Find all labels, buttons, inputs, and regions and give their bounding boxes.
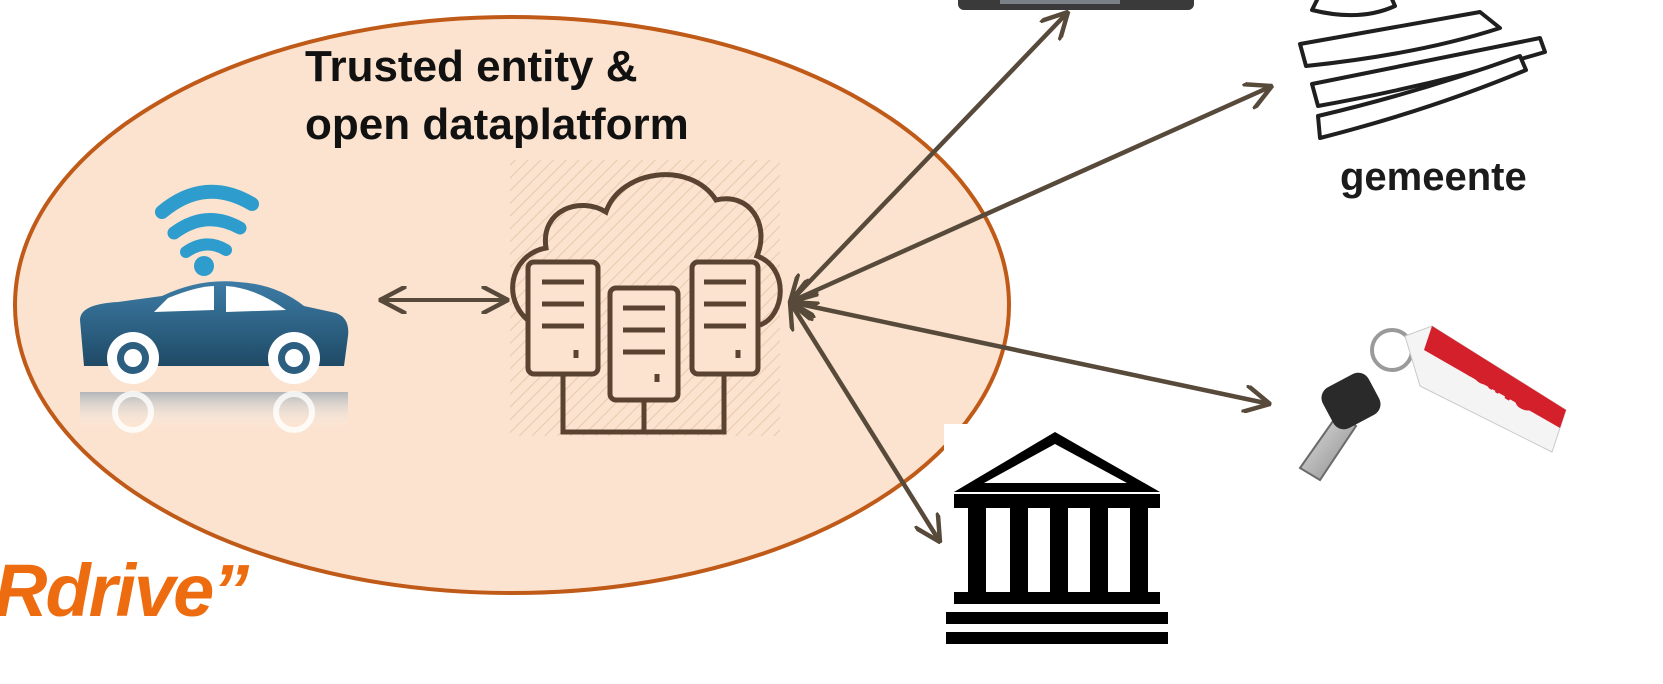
brand-text: Rdrive”: [0, 549, 249, 632]
cloud-server-icon: [510, 160, 783, 436]
arrow-to-bank: [790, 302, 940, 542]
platform-title-line1: Trusted entity &: [305, 42, 638, 91]
platform-title-line2: open dataplatform: [305, 100, 689, 149]
bank-building-icon: [944, 424, 1168, 674]
gemeente-label: gemeente: [1340, 155, 1527, 199]
platform-title: Trusted entity & open dataplatform: [305, 38, 689, 154]
car-key-leasing-icon: [1298, 325, 1567, 482]
municipality-logo-icon: [1298, 0, 1547, 140]
stakeholder-arrows: [790, 12, 1272, 542]
arrow-to-gemeente: [790, 86, 1272, 302]
wifi-icon: [155, 184, 259, 276]
car-icon: [80, 281, 349, 433]
top-image-icon: [958, 0, 1194, 10]
